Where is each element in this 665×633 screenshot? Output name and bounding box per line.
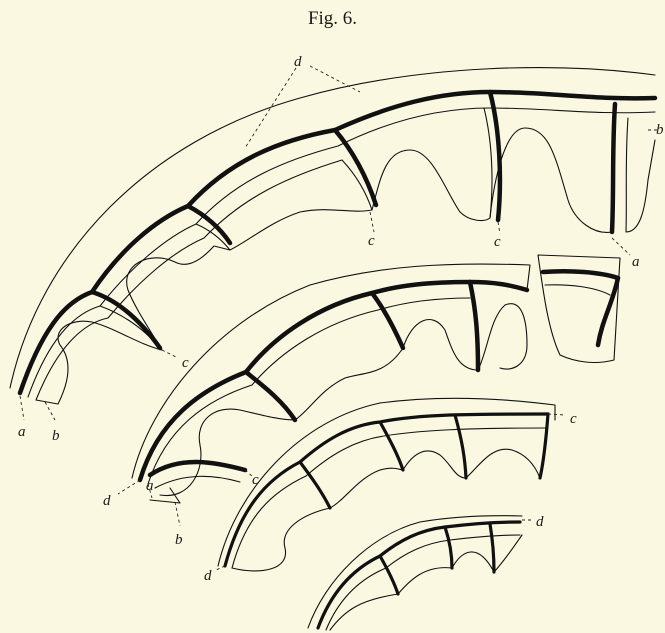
- leader-b-left: [45, 402, 55, 420]
- label-d-top: d: [294, 54, 302, 70]
- label-b-left: b: [52, 428, 60, 444]
- label-c-mid: c: [252, 472, 259, 488]
- section-3-septum-3: [455, 415, 466, 478]
- leader-c-mid: [245, 470, 252, 476]
- section-1-main-wall: [20, 92, 655, 393]
- leader-b-mid: [175, 502, 180, 526]
- leader-c1: [370, 212, 374, 232]
- section-1-septum-5: [612, 104, 615, 232]
- leader-a-left: [20, 396, 24, 420]
- leader-d-mid: [118, 480, 140, 494]
- leader-c3: [162, 350, 178, 358]
- section-2-septum-base-inner: [155, 476, 240, 488]
- label-c1: c: [368, 233, 375, 249]
- leader-d-top-2: [310, 66, 360, 92]
- label-d-third: d: [204, 568, 212, 584]
- label-d-bottom: d: [536, 514, 544, 530]
- leader-a-right: [612, 238, 630, 255]
- leader-d-third: [216, 566, 225, 570]
- label-b-mid: b: [175, 532, 183, 548]
- label-c3: c: [182, 355, 189, 371]
- fragment-wall: [543, 271, 618, 278]
- label-a-left: a: [18, 424, 26, 440]
- section-3-outer-envelope: [218, 398, 555, 566]
- leader-c2: [498, 222, 500, 234]
- leader-d-top-1: [245, 68, 296, 148]
- section-3: [218, 398, 555, 571]
- fragment-inner: [545, 285, 610, 295]
- section-4-inner-line: [326, 535, 520, 630]
- section-1-lobe-edge: [626, 140, 655, 232]
- section-1-lobes: [36, 128, 612, 404]
- section-2-lobes: [160, 304, 527, 496]
- section-4-septum-3: [490, 524, 494, 572]
- section-2-septum-2: [372, 293, 403, 348]
- label-c2: c: [494, 234, 501, 250]
- section-1-septum-5-inner: [626, 118, 628, 232]
- section-3-septum-2: [380, 422, 403, 470]
- section-4: [308, 516, 522, 630]
- section-2-septum-3: [470, 282, 478, 370]
- section-1-septum-4-inner: [484, 108, 492, 218]
- label-a-right: a: [632, 254, 640, 270]
- section-3-septum-4: [540, 414, 548, 478]
- section-2-outer-envelope: [132, 264, 530, 478]
- section-1-outer-envelope: [10, 68, 655, 388]
- label-d-mid: d: [103, 493, 111, 509]
- section-1-fragment: [538, 255, 620, 362]
- section-4-septum-2: [445, 527, 452, 568]
- section-1-septum-3: [335, 130, 376, 205]
- label-b-right: b: [656, 122, 664, 138]
- label-c-third: c: [570, 411, 577, 427]
- section-2: [132, 264, 530, 503]
- section-1-inner-line-2: [36, 160, 342, 400]
- section-2-main-wall: [140, 282, 527, 480]
- leader-c-third: [548, 414, 565, 415]
- label-a-mid: a: [146, 478, 154, 494]
- section-1: [10, 68, 655, 404]
